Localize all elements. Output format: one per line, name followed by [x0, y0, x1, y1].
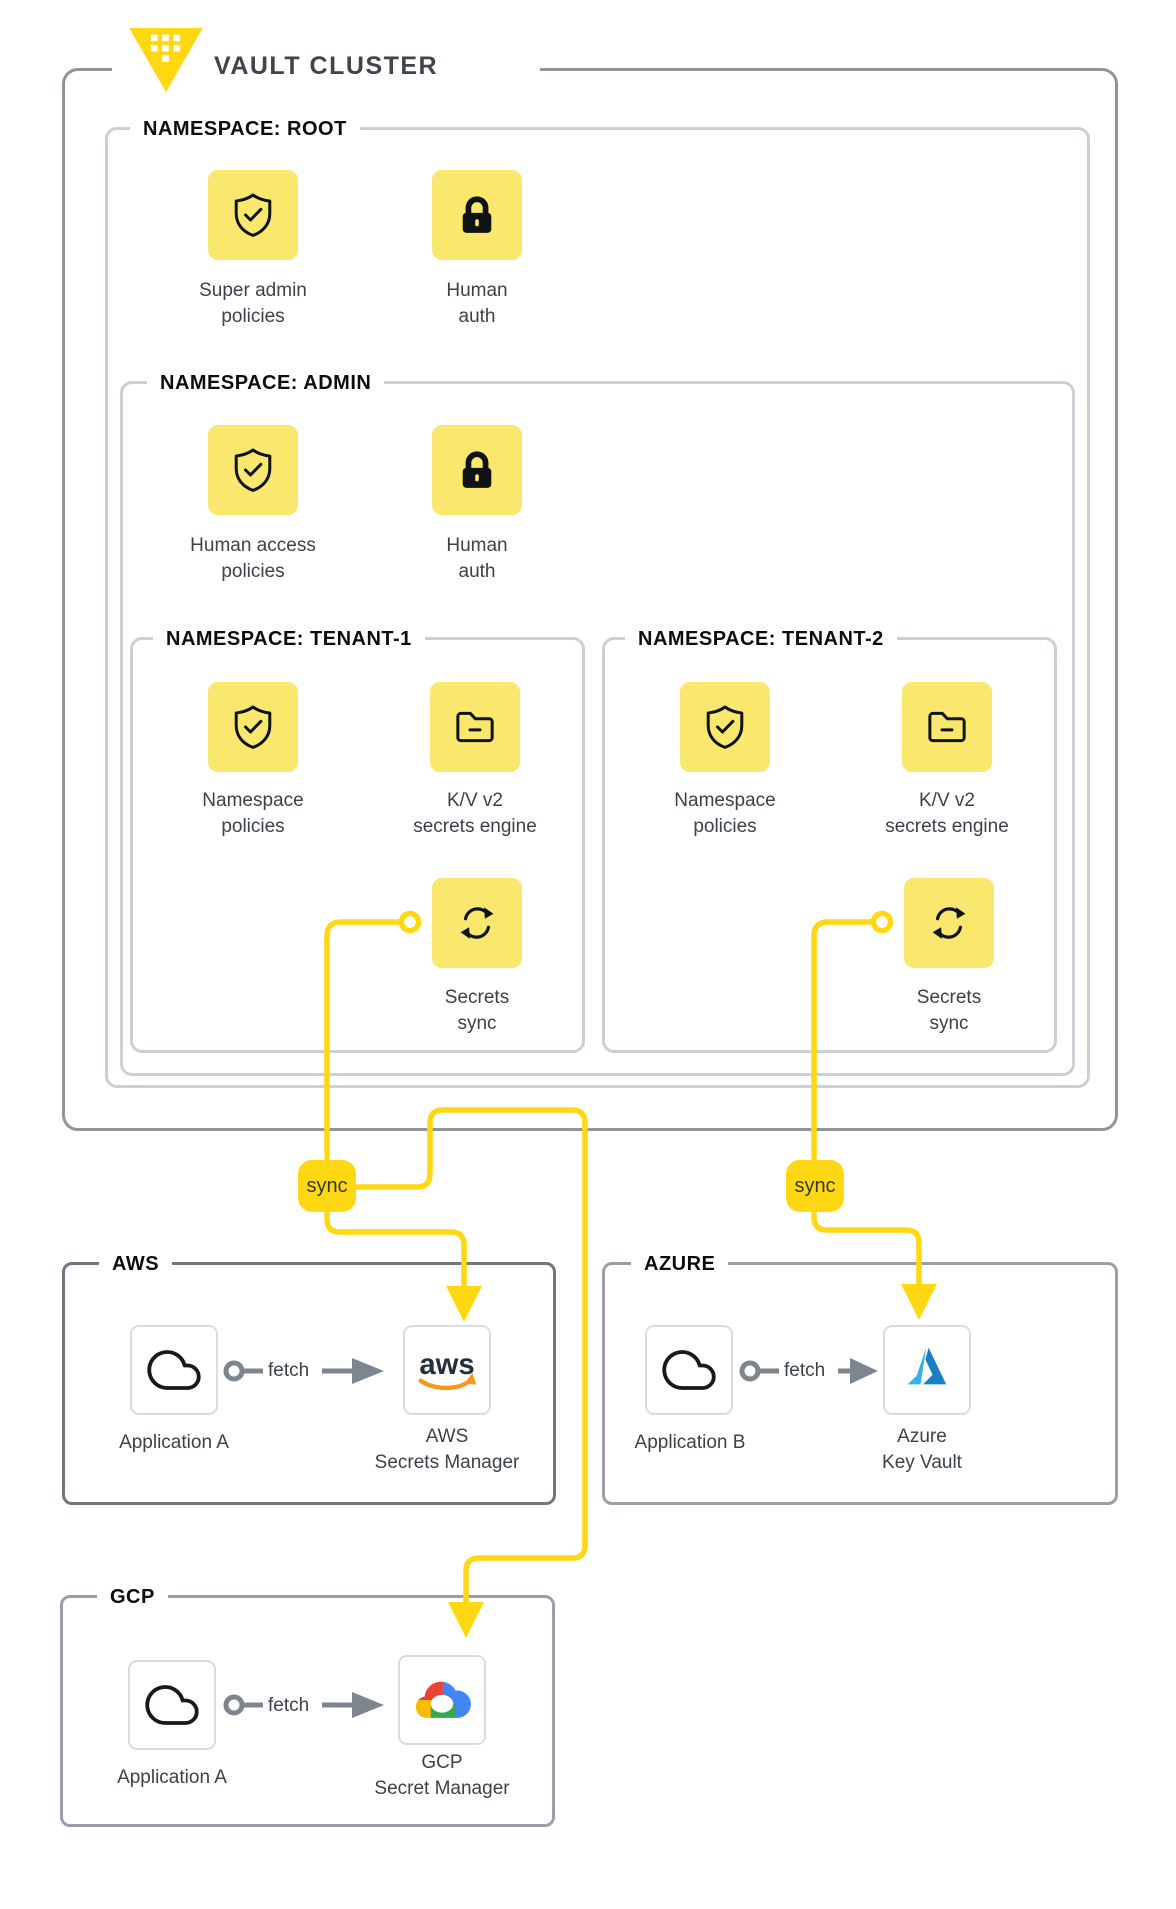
- folder-minus-icon: [928, 711, 966, 743]
- gcp-secret-manager-tile: [398, 1655, 486, 1745]
- label-application-a-aws: Application A: [119, 1432, 229, 1453]
- vault-cluster-box: [62, 68, 1118, 1131]
- sync-badge-azure: sync: [786, 1160, 844, 1212]
- azure-key-vault-tile: [883, 1325, 971, 1415]
- tile-human-auth-root: [432, 170, 522, 260]
- shield-check-icon: [234, 193, 272, 237]
- fetch-label-azure: fetch: [784, 1360, 826, 1381]
- cluster-title: VAULT CLUSTER: [200, 52, 453, 81]
- label-kv-engine-t1: K/V v2 secrets engine: [413, 790, 537, 837]
- namespace-tenant1-title: NAMESPACE: TENANT-1: [153, 625, 425, 653]
- application-a-gcp-tile: [128, 1660, 216, 1750]
- namespace-tenant1-box: NAMESPACE: TENANT-1: [130, 625, 585, 1053]
- aws-secrets-manager-tile: aws: [403, 1325, 491, 1415]
- gcp-logo: [415, 1681, 471, 1718]
- label-azure-key-vault: Azure Key Vault: [882, 1426, 962, 1473]
- azure-box-title: AZURE: [631, 1250, 729, 1278]
- sync-arrows-icon: [932, 907, 966, 939]
- sync-arrows-icon: [460, 907, 494, 939]
- namespace-admin-title: NAMESPACE: ADMIN: [147, 369, 385, 397]
- lock-icon: [462, 451, 492, 488]
- namespace-admin-box: NAMESPACE: ADMIN: [120, 369, 1075, 1076]
- namespace-root-box: NAMESPACE: ROOT: [105, 115, 1090, 1088]
- label-kv-engine-t2: K/V v2 secrets engine: [885, 790, 1009, 837]
- sync-badge-label: sync: [306, 1174, 348, 1197]
- tile-namespace-policies-t1: [208, 682, 298, 772]
- label-human-access-policies: Human access policies: [190, 535, 316, 582]
- cloud-icon: [147, 1350, 201, 1390]
- lock-icon: [462, 196, 492, 233]
- application-a-aws-tile: [130, 1325, 218, 1415]
- label-human-auth-admin: Human auth: [446, 535, 508, 582]
- tile-super-admin-policies: [208, 170, 298, 260]
- cloud-icon: [145, 1685, 199, 1725]
- azure-logo: [907, 1347, 947, 1385]
- namespace-root-title: NAMESPACE: ROOT: [130, 115, 360, 143]
- vault-logo: [129, 28, 203, 93]
- tile-secrets-sync-t1: [432, 878, 522, 968]
- folder-minus-icon: [456, 711, 494, 743]
- label-namespace-policies-t1: Namespace policies: [202, 790, 304, 837]
- shield-check-icon: [234, 705, 272, 749]
- label-secrets-sync-t2: Secrets sync: [916, 987, 982, 1034]
- fetch-label-aws: fetch: [268, 1360, 310, 1381]
- label-super-admin-policies: Super admin policies: [199, 280, 307, 327]
- cloud-icon: [662, 1350, 716, 1390]
- aws-box: AWS: [62, 1250, 556, 1505]
- application-b-tile: [645, 1325, 733, 1415]
- label-aws-secrets-manager: AWS Secrets Manager: [374, 1426, 520, 1473]
- tile-human-access-policies: [208, 425, 298, 515]
- aws-logo: aws: [418, 1349, 477, 1391]
- label-namespace-policies-t2: Namespace policies: [674, 790, 776, 837]
- shield-check-icon: [234, 448, 272, 492]
- label-secrets-sync-t1: Secrets sync: [444, 987, 510, 1034]
- aws-logo-text: aws: [419, 1349, 474, 1381]
- shield-check-icon: [706, 705, 744, 749]
- tile-secrets-sync-t2: [904, 878, 994, 968]
- label-application-b: Application B: [634, 1432, 746, 1453]
- namespace-tenant2-title: NAMESPACE: TENANT-2: [625, 625, 897, 653]
- label-application-a-gcp: Application A: [117, 1767, 227, 1788]
- aws-box-title: AWS: [99, 1250, 173, 1278]
- tile-kv-engine-t1: [430, 682, 520, 772]
- label-human-auth-root: Human auth: [446, 280, 508, 327]
- tile-namespace-policies-t2: [680, 682, 770, 772]
- sync-badge-label: sync: [794, 1174, 836, 1197]
- tile-kv-engine-t2: [902, 682, 992, 772]
- tile-human-auth-admin: [432, 425, 522, 515]
- sync-badge-aws: sync: [298, 1160, 356, 1212]
- label-gcp-secret-manager: GCP Secret Manager: [374, 1752, 510, 1799]
- gcp-box-title: GCP: [97, 1583, 168, 1611]
- fetch-label-gcp: fetch: [268, 1695, 310, 1716]
- gcp-box: GCP: [60, 1583, 555, 1827]
